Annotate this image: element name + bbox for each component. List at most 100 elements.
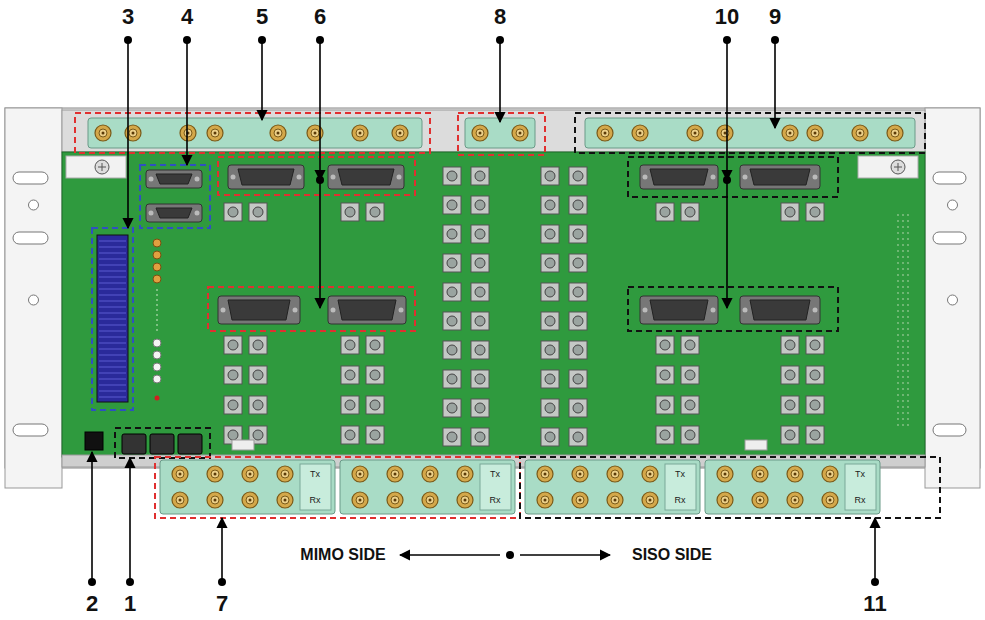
sma-connector [787,492,803,508]
board-sma-body [475,287,485,297]
board-sma-body [475,258,485,268]
rack-ear-plate [925,108,980,488]
board-sma [569,254,587,272]
side-arrow [400,554,500,556]
leader-line [726,180,728,308]
group-outline [458,113,545,155]
board-dot [902,232,904,234]
board-sma-base [443,341,461,359]
connector-ring [687,125,703,141]
board-sma [681,336,699,354]
board-sma-body [573,316,583,326]
board-dot [897,298,899,300]
connector-ring [852,125,868,141]
board-dot [902,322,904,324]
board-dot [902,280,904,282]
circuit-board [62,152,925,457]
connector-ring [537,492,553,508]
board-sma [366,203,384,221]
dsub-face [156,208,192,218]
connector-pin [579,473,582,476]
board-sma-base [443,167,461,185]
group-outline [628,157,838,197]
connector-inner [791,470,799,478]
callout-number: 2 [86,593,98,615]
rack-slot [933,172,966,184]
connector-pin [759,499,762,502]
board-sma-body [785,340,795,350]
connector-inner [176,496,184,504]
connector-inner [756,470,764,478]
sma-connector [512,125,528,141]
board-dot [156,319,158,321]
board-dot [902,244,904,246]
board-dot [902,388,904,390]
board-sma-base [569,428,587,446]
board-sma [443,283,461,301]
board-sma-base [781,203,799,221]
sma-connector [242,492,258,508]
connector-pin [179,473,182,476]
port-label: Rx [855,496,866,505]
board-dot [902,352,904,354]
board-dot [897,232,899,234]
board-sma-base [341,203,359,221]
board-dot [902,226,904,228]
connector-inner [246,496,254,504]
board-sma-body [475,316,485,326]
board-dot [897,214,899,216]
board-dot [897,418,899,420]
board-sma-base [541,399,559,417]
board-sma-base [341,366,359,384]
board-sma-base [569,196,587,214]
connector-inner [246,470,254,478]
connector-pin [639,132,642,135]
connector-inner [391,496,399,504]
connector-inner [396,129,404,137]
board-sma [341,366,359,384]
board-dot [907,220,909,222]
board-dot [156,314,158,316]
board-sma-body [573,287,583,297]
sma-connector [207,466,223,482]
dsub-connector [228,165,304,189]
connector-ring [717,125,733,141]
board-sma-base [443,428,461,446]
dsub-face [650,300,708,320]
board-dot [156,299,158,301]
sma-connector [822,466,838,482]
dsub-screw [397,175,402,180]
board-dot [902,220,904,222]
board-sma [806,203,824,221]
terminal-slot [99,277,126,278]
board-sma-body [685,370,695,380]
board-sma-body [810,430,820,440]
sma-connector [457,466,473,482]
board-sma [443,312,461,330]
connector-inner [721,470,729,478]
board-sma [806,366,824,384]
terminal-slot [99,349,126,350]
connector-pin [284,499,287,502]
terminal-slot [99,295,126,296]
board-sma-body [573,374,583,384]
board-dot [902,400,904,402]
rack-hole [948,295,958,305]
connector-inner [356,129,364,137]
board-sma [541,399,559,417]
dsub-face [238,169,294,185]
board-sma-body [370,370,380,380]
board-dot [907,394,909,396]
board-sma-base [224,396,242,414]
connector-inner [826,496,834,504]
connector-inner [856,129,864,137]
board-sma-body [447,374,457,384]
screw [95,160,109,174]
callout-number: 1 [124,593,136,615]
board-dot [907,310,909,312]
board-sma [341,203,359,221]
board-sma-body [685,430,695,440]
connector-plate [525,460,700,514]
connector-ring [392,125,408,141]
board-sma-body [785,207,795,217]
